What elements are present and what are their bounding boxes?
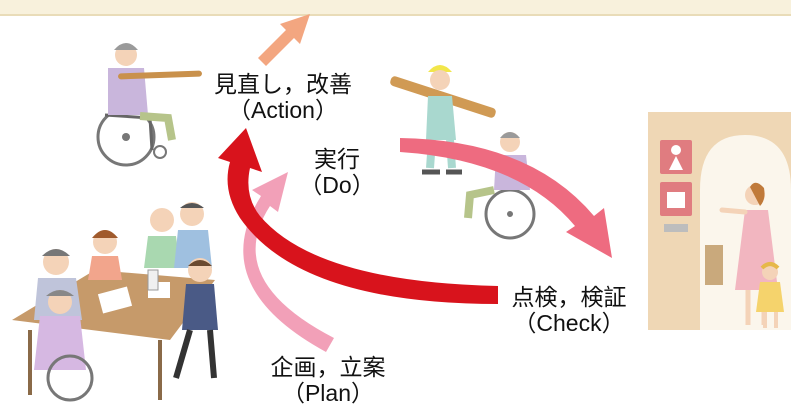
plan-label-line1: 企画，立案 <box>270 354 386 380</box>
check-arrow <box>400 138 612 258</box>
header-divider <box>0 14 791 16</box>
do-label-line1: 実行 <box>314 146 360 172</box>
check-label: 点検，検証 （Check） <box>489 284 649 336</box>
action-label-line2: （Action） <box>228 97 338 123</box>
meeting-group-illustration <box>12 202 218 402</box>
top-arrow <box>258 14 310 66</box>
check-label-line2: （Check） <box>513 310 625 336</box>
check-label-line1: 点検，検証 <box>511 284 627 310</box>
plan-label-line2: （Plan） <box>281 380 375 406</box>
header-band <box>0 0 791 14</box>
wheelchair-person-illustration <box>96 43 202 167</box>
do-label-line2: （Do） <box>299 172 375 198</box>
action-label-line1: 見直し，改善 <box>214 71 352 97</box>
do-label: 実行 （Do） <box>292 146 382 198</box>
action-arrow <box>218 128 498 304</box>
building-entrance-illustration <box>648 112 791 330</box>
plan-label: 企画，立案 （Plan） <box>248 354 408 406</box>
action-label: 見直し，改善 （Action） <box>193 71 373 123</box>
do-arrow <box>243 172 334 352</box>
